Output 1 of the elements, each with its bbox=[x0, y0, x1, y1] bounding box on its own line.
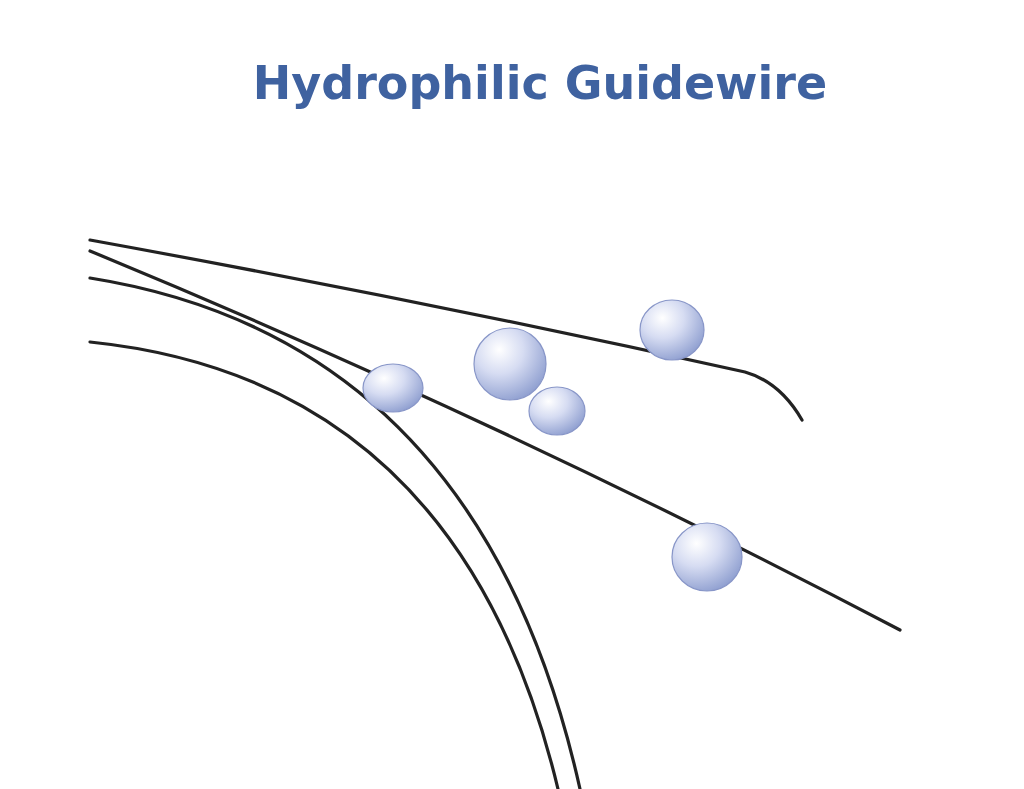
diagram-title: Hydrophilic Guidewire bbox=[251, 56, 829, 110]
